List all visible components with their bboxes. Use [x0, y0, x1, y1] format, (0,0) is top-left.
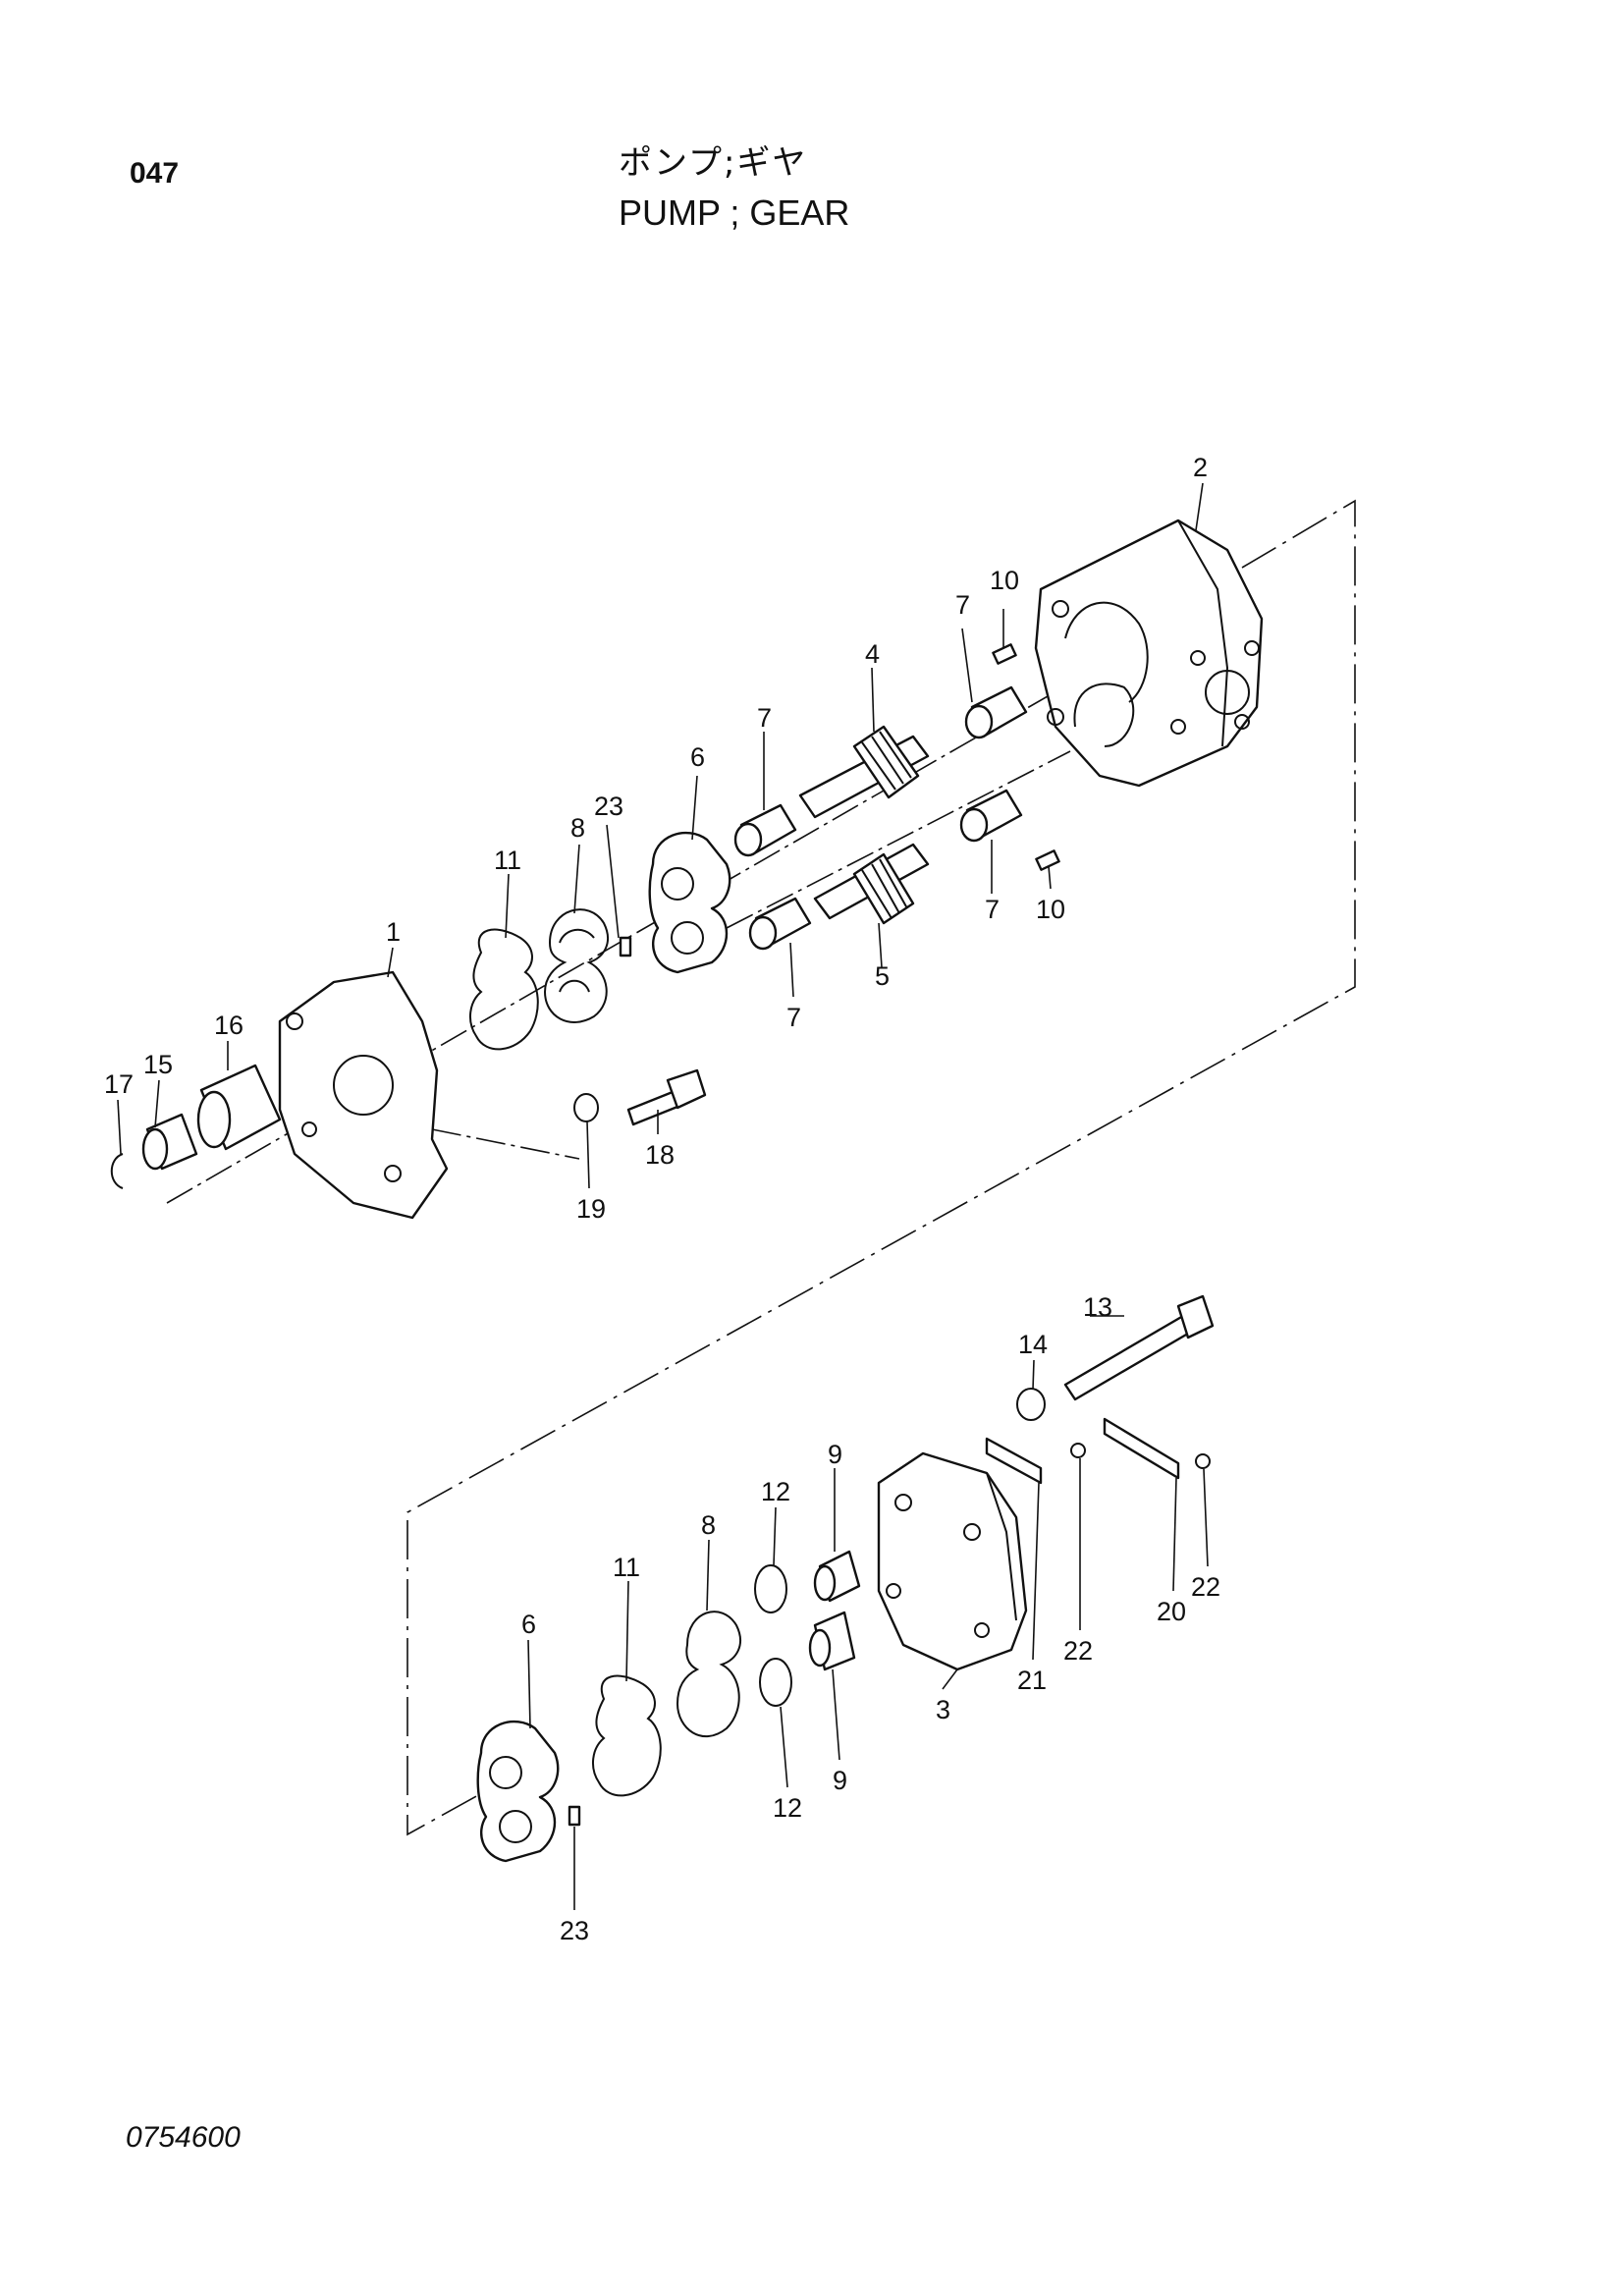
driven-gear-part: [813, 843, 930, 925]
washer-part-long-bolt: [1016, 1388, 1046, 1421]
callout-7-upper-left: 7: [757, 703, 772, 733]
callout-8-upper: 8: [570, 813, 585, 843]
pin-part-lower: [1035, 849, 1060, 871]
key-part-lower: [568, 1805, 581, 1827]
side-plate-part-lower: [476, 1720, 560, 1863]
seal-ring-part-lower: [592, 1674, 662, 1797]
washer-part-front: [573, 1093, 599, 1122]
gasket-part-lower: [676, 1611, 741, 1738]
callout-7-upper-right: 7: [955, 590, 970, 620]
drawing-code: 0754600: [126, 2121, 241, 2154]
bushing-part-lower-left: [748, 897, 812, 951]
bushing-part-lower-9: [808, 1611, 856, 1671]
o-ring-part-upper: [754, 1564, 787, 1613]
bushing-part-lower-right: [959, 789, 1023, 843]
screw-part-left: [1070, 1443, 1086, 1458]
callout-2: 2: [1193, 453, 1208, 482]
title-japanese: ポンプ;ギヤ: [619, 143, 808, 183]
o-ring-part-lower: [759, 1658, 792, 1707]
callout-13: 13: [1083, 1292, 1112, 1322]
callout-10-lower: 10: [1036, 895, 1065, 924]
drive-gear-shaft-part: [798, 725, 930, 819]
callout-12-upper: 12: [761, 1477, 790, 1506]
key-part-upper: [619, 936, 632, 957]
callout-14: 14: [1018, 1330, 1048, 1359]
callout-23-lower: 23: [560, 1916, 589, 1945]
assembly-boundary-line: [406, 499, 1356, 1836]
callout-6-upper: 6: [690, 742, 705, 772]
callout-11-upper: 11: [494, 846, 521, 875]
axis-line-middle: [726, 750, 1071, 929]
pump-body-part: [1034, 519, 1264, 788]
callout-7-lower-left: 7: [786, 1003, 801, 1032]
seal-ring-part-upper: [469, 928, 539, 1051]
title-english: PUMP ; GEAR: [619, 192, 850, 233]
callout-7-lower-right: 7: [985, 895, 1000, 924]
callout-5: 5: [875, 961, 890, 991]
pin-part-upper: [992, 643, 1017, 665]
side-plate-part-upper: [648, 831, 731, 974]
bushing-part-upper-9: [813, 1550, 861, 1603]
callout-9-upper: 9: [828, 1440, 842, 1469]
callout-22-left: 22: [1063, 1636, 1093, 1666]
gasket-part-upper: [543, 908, 609, 1023]
callout-16: 16: [214, 1011, 243, 1040]
callout-9-lower: 9: [833, 1766, 847, 1795]
axis-line-upper: [166, 677, 1081, 1204]
callout-20: 20: [1157, 1597, 1186, 1626]
callout-15: 15: [143, 1050, 173, 1079]
callout-4: 4: [865, 639, 880, 669]
callout-19: 19: [576, 1194, 606, 1224]
plate-part-20: [1103, 1417, 1180, 1480]
bushing-part-upper-right: [964, 685, 1028, 739]
page-number: 047: [130, 157, 180, 190]
snap-ring-part: [110, 1153, 124, 1189]
callout-10-upper: 10: [990, 566, 1019, 595]
bearing-part: [196, 1064, 282, 1151]
callout-12-lower: 12: [773, 1793, 802, 1823]
needle-bearing-part: [141, 1113, 198, 1171]
leader-lines: [117, 482, 1209, 1910]
callout-21: 21: [1017, 1666, 1047, 1695]
rear-cover-part: [877, 1451, 1028, 1671]
callout-22-right: 22: [1191, 1572, 1220, 1602]
callout-18: 18: [645, 1140, 675, 1170]
bolt-part-long: [1063, 1294, 1215, 1401]
front-cover-part: [278, 970, 449, 1220]
callout-8-lower: 8: [701, 1510, 716, 1540]
axis-line-lower: [431, 1128, 580, 1160]
callout-17: 17: [104, 1069, 134, 1099]
callout-6-lower: 6: [521, 1610, 536, 1639]
callout-3: 3: [936, 1695, 950, 1724]
callout-11-lower: 11: [613, 1553, 640, 1582]
bushing-part-upper-left: [733, 803, 797, 857]
plate-part-21: [985, 1437, 1043, 1485]
callout-1: 1: [386, 917, 401, 947]
callout-23-upper: 23: [594, 792, 623, 821]
screw-part-right: [1195, 1453, 1211, 1469]
bolt-part-front: [626, 1068, 707, 1126]
